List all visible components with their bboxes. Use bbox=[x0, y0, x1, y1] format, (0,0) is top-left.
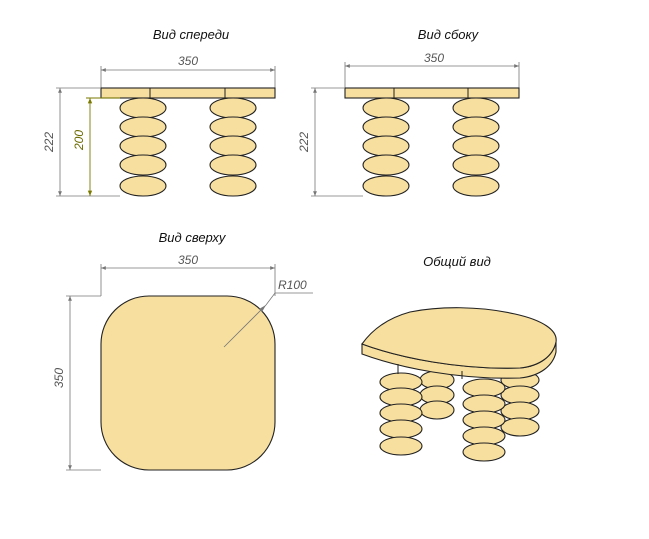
front-view: Вид спереди 350 222 bbox=[42, 27, 276, 197]
iso-leg-front-left bbox=[379, 372, 423, 456]
iso-tabletop-surface bbox=[361, 307, 557, 369]
iso-leg-back-right bbox=[500, 370, 540, 437]
front-view-title: Вид спереди bbox=[153, 27, 229, 42]
iso-leg-back-left bbox=[419, 370, 455, 420]
iso-view-title: Общий вид bbox=[423, 254, 491, 269]
front-height-dimension: 222 bbox=[42, 132, 56, 153]
side-width-dimension: 350 bbox=[424, 51, 444, 65]
top-view: Вид сверху 350 350 R100 bbox=[52, 230, 313, 471]
front-tabletop bbox=[100, 87, 276, 99]
side-view-title: Вид сбоку bbox=[418, 27, 480, 42]
side-leg-left bbox=[362, 97, 410, 197]
top-width-dimension: 350 bbox=[178, 253, 198, 267]
iso-view: Общий вид bbox=[361, 254, 557, 462]
front-leg-left bbox=[119, 97, 167, 197]
top-depth-dimension: 350 bbox=[52, 368, 66, 388]
side-leg-right bbox=[452, 97, 500, 197]
iso-leg-front-right bbox=[462, 378, 506, 462]
side-tabletop bbox=[344, 87, 520, 99]
front-leg-right bbox=[209, 97, 257, 197]
top-radius-leader bbox=[223, 292, 313, 348]
side-view: Вид сбоку 350 222 bbox=[297, 27, 520, 197]
front-width-dimension: 350 bbox=[178, 54, 198, 68]
side-height-dimension: 222 bbox=[297, 132, 311, 153]
top-view-title: Вид сверху bbox=[159, 230, 227, 245]
top-radius-dimension: R100 bbox=[278, 278, 307, 292]
front-leg-dimension: 200 bbox=[72, 130, 86, 151]
